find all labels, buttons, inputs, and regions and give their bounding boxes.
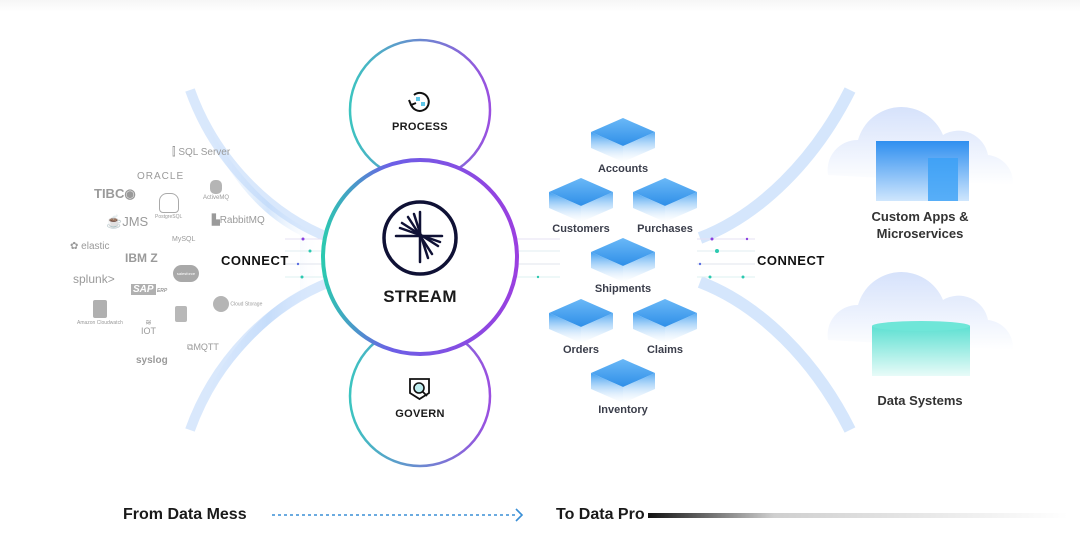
stream-logo-icon [380,198,460,283]
data-product-cube [591,118,655,162]
footer-arrow-head [515,508,524,522]
logo-amazon-cloudwatch: Amazon Cloudwatch [77,300,123,326]
logo-tibco: TIBC◉ [94,186,136,201]
connect-label-right: CONNECT [757,253,825,268]
logo-oracle: ORACLE [137,171,185,182]
data-product-cube [591,359,655,403]
logo-ibm-z: IBM Z [125,251,158,265]
logo-cloud-storage: Cloud Storage [213,296,262,312]
process-icon [406,88,434,121]
govern-icon [407,376,433,407]
process-label: PROCESS [392,121,448,133]
logo-salesforce: salesforce [173,265,199,282]
to-data-products-label: To Data Pro [556,506,645,523]
logo-mysql: MySQL [172,236,196,243]
connect-label-left: CONNECT [221,253,289,268]
logo-iot: ≋IOT [141,318,156,336]
data-product-cube [633,178,697,222]
custom-apps-label-line1: Custom Apps & [871,209,969,224]
custom-apps-label-line2: Microservices [876,226,964,241]
footer-fade-line [648,513,1068,518]
logo-jms: ☕JMS [106,214,149,229]
logo-syslog: syslog [136,355,168,366]
custom-apps-label: Custom Apps & Microservices [850,208,990,242]
data-systems-label: Data Systems [877,393,963,408]
data-product-cube [549,299,613,343]
data-product-label: Orders [562,344,600,356]
right-connector-lines [697,237,755,279]
logo-rabbitmq: ▙RabbitMQ [212,215,265,226]
logo-activemq: ActiveMQ [203,180,229,201]
data-product-label: Inventory [598,404,648,416]
stream-label: STREAM [383,287,457,306]
logo-mqtt: ⧉MQTT [187,342,219,352]
govern-label: GOVERN [395,408,445,420]
data-product-label: Accounts [597,163,649,175]
cloud-apps [827,107,1014,201]
logo-aws-service [175,306,187,322]
logo-splunk: splunk> [73,272,115,286]
data-product-cube [591,238,655,282]
logo-sap-erp: SAP ERP [131,284,168,295]
logo-sql-server: ⫿ SQL Server [172,146,231,158]
data-product-label: Customers [552,223,610,235]
data-product-label: Claims [646,344,684,356]
data-product-cube [633,299,697,343]
data-product-cube [549,178,613,222]
from-data-mess-label: From Data Mess [123,506,247,523]
logo-postgresql: PostgreSQL [155,193,182,220]
data-product-label: Shipments [594,283,652,295]
data-product-label: Purchases [637,223,693,235]
logo-elastic: ✿ elastic [70,241,110,252]
cloud-data-systems [827,272,1014,376]
top-shadow [0,0,1080,12]
